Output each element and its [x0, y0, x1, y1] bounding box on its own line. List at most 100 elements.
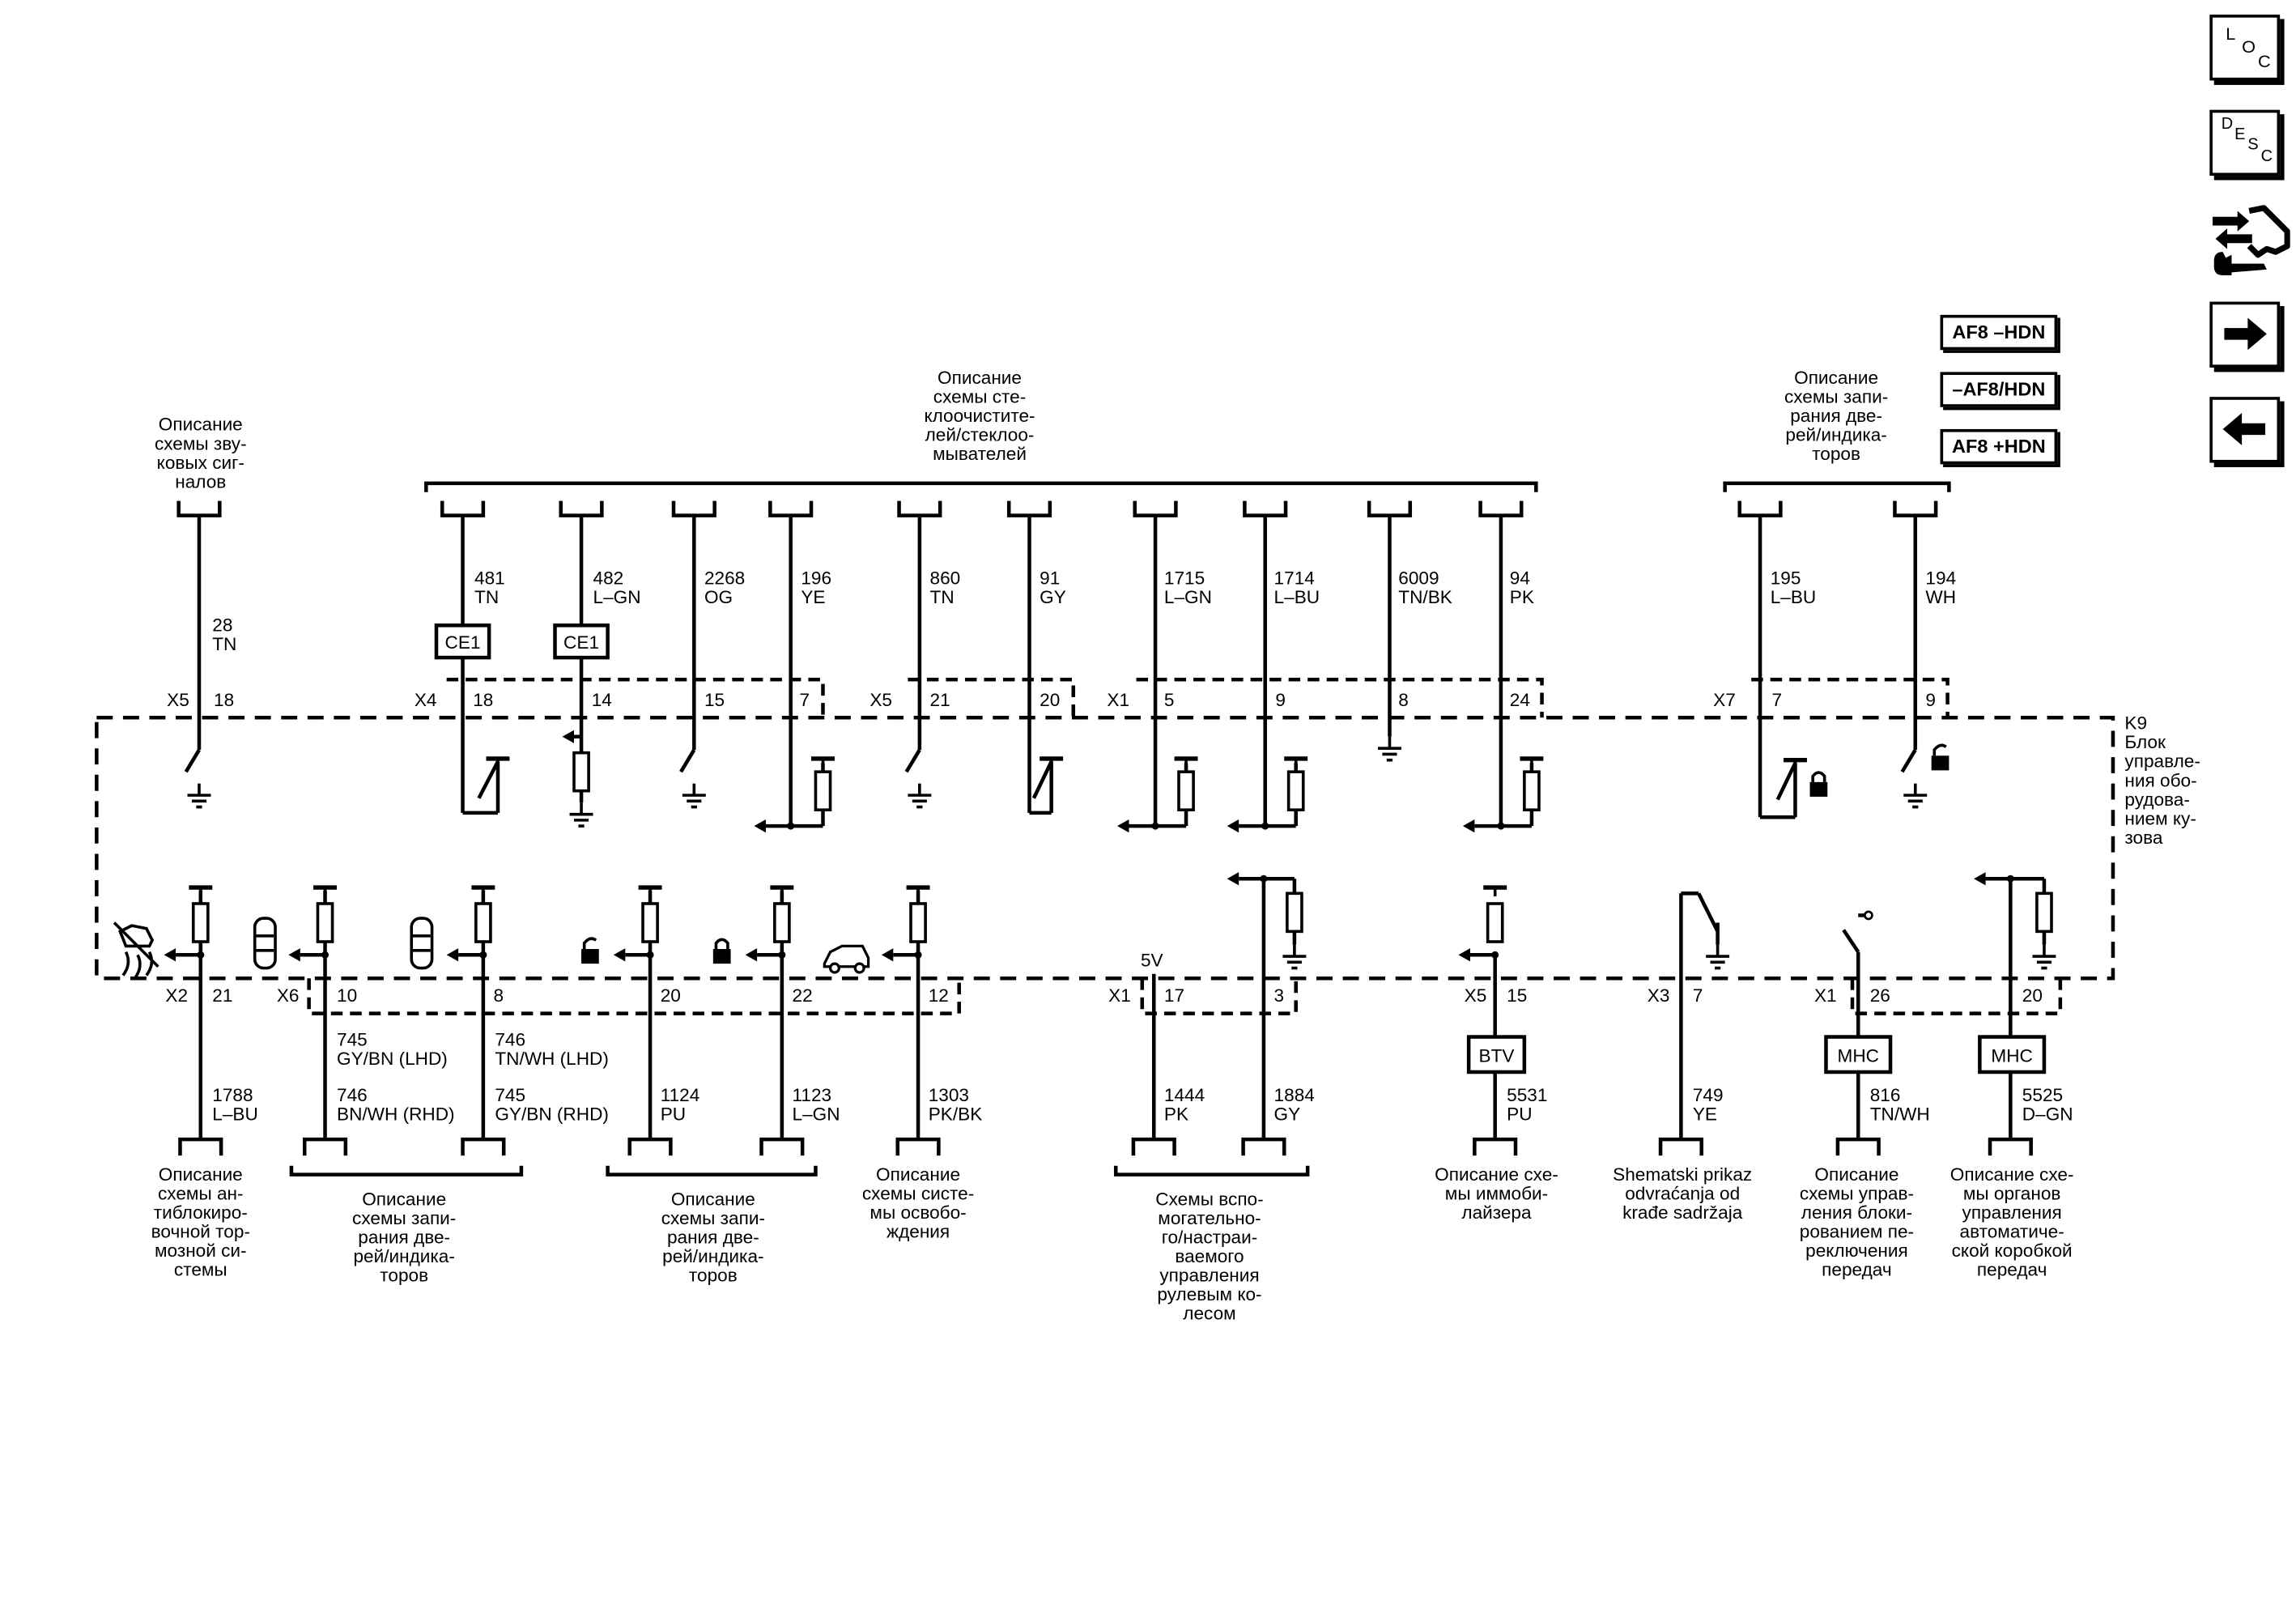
svg-text:схемы систе-: схемы систе- [862, 1183, 974, 1203]
ref-shift-lock[interactable]: Описание схемы управ- ления блоки- рован… [1800, 1164, 1914, 1280]
svg-text:торов: торов [380, 1266, 428, 1286]
svg-text:21: 21 [212, 985, 232, 1006]
svg-text:1715: 1715 [1164, 568, 1205, 589]
option-no-af8-hdn[interactable]: –AF8/HDN [1940, 372, 2058, 407]
module-label: K9 Блок управле- ния обо- рудова- нием к… [2124, 713, 2200, 848]
svg-text:196: 196 [801, 568, 831, 589]
connector-tool-button[interactable] [2205, 202, 2290, 283]
svg-text:26: 26 [1870, 985, 1890, 1006]
next-page-button[interactable] [2209, 301, 2281, 368]
svg-text:X6: X6 [277, 985, 300, 1006]
svg-text:Описание: Описание [876, 1164, 960, 1185]
svg-text:21: 21 [930, 690, 950, 710]
ref-horn[interactable]: Описание схемы зву- ковых сиг- налов [155, 415, 247, 492]
ref-abs[interactable]: Описание схемы ан- тиблокиро- вочной тор… [151, 1164, 250, 1280]
svg-text:X4: X4 [415, 690, 437, 710]
svg-text:торов: торов [1812, 444, 1860, 464]
svg-text:схемы зву-: схемы зву- [155, 433, 247, 453]
previous-page-button[interactable] [2209, 397, 2281, 463]
svg-text:15: 15 [704, 690, 725, 710]
svg-text:схемы управ-: схемы управ- [1800, 1183, 1914, 1203]
car-door-right-icon [410, 917, 434, 970]
svg-text:рей/индика-: рей/индика- [662, 1246, 763, 1266]
svg-text:Описание: Описание [159, 1164, 243, 1185]
svg-text:20: 20 [661, 985, 681, 1006]
svg-text:1123: 1123 [793, 1085, 832, 1105]
svg-text:мы освобо-: мы освобо- [870, 1202, 966, 1223]
svg-text:28: 28 [212, 615, 232, 636]
svg-text:17: 17 [1164, 985, 1184, 1006]
svg-text:GY: GY [1274, 1104, 1301, 1125]
svg-text:схемы запи-: схемы запи- [661, 1208, 765, 1228]
svg-text:odvraćanja od: odvraćanja od [1625, 1183, 1740, 1203]
svg-text:Описание: Описание [1794, 368, 1878, 388]
liftgate-icon [823, 944, 870, 974]
svg-text:X7: X7 [1713, 690, 1736, 710]
svg-text:746: 746 [337, 1085, 368, 1105]
svg-text:1884: 1884 [1274, 1085, 1315, 1105]
svg-text:K9: K9 [2124, 713, 2147, 734]
svg-text:тиблокиро-: тиблокиро- [154, 1202, 248, 1223]
ref-door-lock-1[interactable]: Описание схемы запи- рания две- рей/инди… [352, 1189, 456, 1286]
ref-wiper-washer[interactable]: Описание схемы сте- клоочистите- лей/сте… [924, 368, 1035, 464]
svg-text:10: 10 [337, 985, 357, 1006]
svg-text:передач: передач [1822, 1259, 1891, 1279]
svg-text:X2: X2 [165, 985, 188, 1006]
lock-closed-icon [1808, 771, 1830, 798]
svg-text:WH: WH [1925, 587, 1956, 607]
svg-text:Описание: Описание [938, 368, 1022, 388]
svg-text:1714: 1714 [1274, 568, 1315, 589]
ref-immobilizer[interactable]: Описание схе- мы иммоби- лайзера [1435, 1164, 1558, 1223]
svg-text:ваемого: ваемого [1175, 1246, 1244, 1266]
svg-text:749: 749 [1693, 1085, 1724, 1105]
svg-text:лайзера: лайзера [1461, 1202, 1532, 1223]
ref-transmission[interactable]: Описание схе- мы органов управления авто… [1950, 1164, 2074, 1280]
svg-text:5: 5 [1164, 690, 1175, 710]
svg-text:PU: PU [1507, 1104, 1532, 1125]
option-af8-no-hdn[interactable]: AF8 –HDN [1940, 314, 2058, 351]
svg-text:схемы запи-: схемы запи- [1784, 386, 1888, 406]
svg-text:194: 194 [1925, 568, 1956, 589]
loc-letter-o: O [2242, 36, 2256, 57]
ref-steering-wheel[interactable]: Схемы вспо- могательно- го/настраи- ваем… [1155, 1189, 1263, 1324]
svg-text:745: 745 [495, 1085, 525, 1105]
svg-text:2268: 2268 [704, 568, 745, 589]
svg-text:GY/BN (RHD): GY/BN (RHD) [495, 1104, 609, 1125]
svg-text:рания две-: рания две- [667, 1228, 759, 1248]
ref-content-theft[interactable]: Shematski prikaz odvraćanja od krađe sad… [1613, 1164, 1752, 1223]
svg-text:мозной си-: мозной си- [155, 1240, 247, 1261]
svg-text:18: 18 [473, 690, 493, 710]
location-button[interactable]: L O C [2209, 15, 2281, 81]
top-connector-labels: X5 X4 X5 X1 X7 18 18 14 15 7 21 20 5 9 8… [167, 690, 1936, 710]
ref-release[interactable]: Описание схемы систе- мы освобо- ждения [862, 1164, 974, 1242]
bottom-connector-labels: X2 X6 X1 X5 X3 X1 21 10 8 20 22 12 17 3 … [165, 985, 2043, 1006]
svg-text:рания две-: рания две- [358, 1228, 450, 1248]
svg-text:X5: X5 [167, 690, 189, 710]
svg-text:схемы ан-: схемы ан- [158, 1183, 244, 1203]
ref-door-lock-top[interactable]: Описание схемы запи- рания две- рей/инди… [1784, 368, 1888, 464]
svg-text:Описание: Описание [362, 1189, 446, 1210]
svg-text:ской коробкой: ской коробкой [1952, 1240, 2073, 1261]
svg-text:управления: управления [1159, 1266, 1259, 1286]
svg-text:L–BU: L–BU [212, 1104, 258, 1125]
svg-text:860: 860 [930, 568, 961, 589]
svg-text:автоматиче-: автоматиче- [1960, 1221, 2064, 1241]
description-button[interactable]: D E S C [2209, 109, 2281, 177]
svg-text:ковых сиг-: ковых сиг- [157, 453, 244, 473]
svg-text:X1: X1 [1108, 985, 1131, 1006]
svg-text:816: 816 [1870, 1085, 1901, 1105]
desc-letter-s: S [2247, 136, 2259, 154]
svg-text:TN/BK: TN/BK [1398, 587, 1452, 607]
svg-text:мы иммоби-: мы иммоби- [1445, 1183, 1548, 1203]
svg-text:24: 24 [1510, 690, 1530, 710]
option-af8-hdn[interactable]: AF8 +HDN [1940, 428, 2058, 465]
svg-text:7: 7 [1772, 690, 1783, 710]
svg-text:передач: передач [1977, 1259, 2047, 1279]
ref-door-lock-2[interactable]: Описание схемы запи- рания две- рей/инди… [661, 1189, 765, 1286]
svg-text:X3: X3 [1648, 985, 1670, 1006]
svg-text:L–BU: L–BU [1274, 587, 1320, 607]
svg-text:реключения: реключения [1805, 1240, 1908, 1261]
